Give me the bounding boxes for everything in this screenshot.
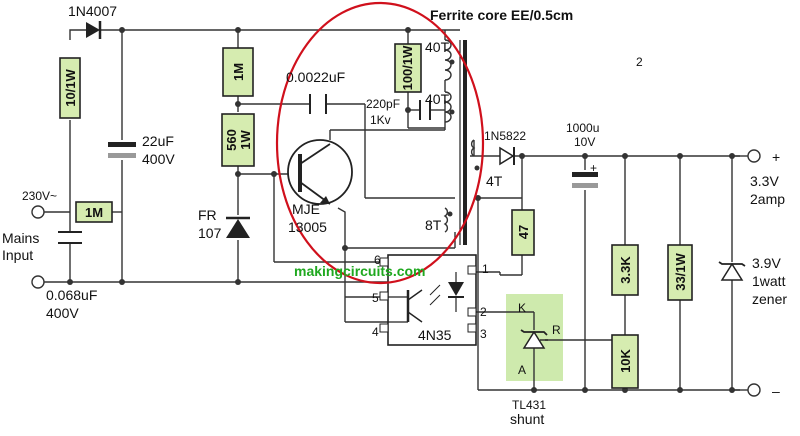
svg-text:1M: 1M (231, 63, 246, 81)
label-400v-top: 400V (142, 151, 175, 167)
highlight-circle (275, 1, 485, 285)
junction-dots (67, 27, 735, 393)
svg-text:1W: 1W (238, 130, 253, 150)
label-0022uf: 0.0022uF (286, 69, 345, 85)
label-k: K (518, 301, 526, 315)
capacitor-0068uf (58, 231, 82, 244)
svg-text:10K: 10K (618, 348, 633, 372)
label-400v-bottom: 400V (46, 305, 79, 321)
label-fr: FR (198, 207, 217, 223)
resistor-560-1w: 560 1W (221, 113, 255, 167)
label-r: R (552, 323, 561, 337)
label-pin6: 6 (374, 253, 381, 267)
label-core: Ferrite core EE/0.5cm (430, 7, 573, 23)
output-minus-terminal (747, 383, 761, 397)
wires (44, 29, 748, 391)
transformer (443, 30, 480, 245)
label-40t-b: 40T (425, 91, 450, 107)
svg-text:100/1W: 100/1W (400, 45, 415, 91)
label-1000u: 1000u (566, 121, 599, 135)
watermark: makingcircuits.com (294, 263, 426, 279)
label-4t: 4T (486, 173, 503, 189)
label-220pf: 220pF (366, 97, 400, 111)
optocoupler-4n35 (379, 254, 477, 346)
svg-text:47: 47 (516, 225, 531, 239)
label-107: 107 (198, 225, 222, 241)
capacitor-220pf (419, 100, 431, 120)
label-zener: zener (752, 291, 787, 307)
resistor-3-3k: 3.3K (611, 244, 639, 296)
transistor-mje13005 (287, 139, 353, 205)
label-0068uf: 0.068uF (46, 287, 97, 303)
label-3-3v: 3.3V (750, 173, 779, 189)
label-input: Input (2, 247, 33, 263)
label-pin5: 5 (372, 291, 379, 305)
diode-fr107 (226, 216, 250, 238)
svg-text:3.3K: 3.3K (618, 256, 633, 284)
label-pin2: 2 (480, 305, 487, 319)
svg-text:33/1W: 33/1W (673, 252, 688, 290)
svg-text:+: + (590, 161, 597, 175)
label-pin4: 4 (372, 325, 379, 339)
label-2amp: 2amp (750, 191, 785, 207)
output-plus-terminal (747, 149, 761, 163)
resistor-10k: 10K (611, 334, 639, 389)
label-a: A (518, 363, 526, 377)
label-4n35: 4N35 (418, 327, 452, 343)
svg-text:1M: 1M (85, 205, 103, 220)
label-13005: 13005 (288, 219, 327, 235)
label-3-9v: 3.9V (752, 255, 781, 271)
label-22uf: 22uF (142, 133, 174, 149)
capacitor-1000u: + (572, 161, 598, 188)
zener-3-9v (718, 261, 746, 281)
svg-text:10/1W: 10/1W (63, 68, 78, 106)
label-40t-a: 40T (425, 39, 450, 55)
label-minus: – (772, 383, 780, 399)
label-230v: 230V~ (22, 189, 57, 203)
label-1kv: 1Kv (370, 113, 391, 127)
label-mje: MJE (292, 201, 320, 217)
tl431-shunt (520, 329, 548, 349)
capacitor-0022uf (309, 94, 327, 114)
diode-1n4007 (86, 21, 102, 39)
label-1watt: 1watt (752, 273, 786, 289)
label-tl431: TL431 (512, 398, 546, 412)
label-plus: + (772, 149, 780, 165)
resistor-100-1w: 100/1W (394, 43, 422, 93)
mains-terminal-bottom (31, 275, 45, 289)
label-page-num: 2 (636, 55, 643, 69)
label-1n5822: 1N5822 (484, 129, 526, 143)
label-pin1: 1 (482, 262, 489, 276)
resistor-33-1w: 33/1W (667, 244, 693, 301)
label-10v: 10V (574, 135, 595, 149)
label-8t: 8T (425, 217, 442, 233)
svg-text:560: 560 (224, 129, 239, 151)
mains-terminal-top (31, 205, 45, 219)
resistor-10-1w: 10/1W (59, 57, 81, 119)
capacitor-22uf (108, 142, 136, 158)
label-1n4007: 1N4007 (68, 3, 117, 19)
label-mains: Mains (2, 230, 39, 246)
diode-1n5822 (499, 146, 515, 166)
label-pin3: 3 (480, 327, 487, 341)
resistor-1m-top: 1M (222, 47, 254, 97)
label-shunt: shunt (510, 411, 544, 427)
resistor-1m-input: 1M (75, 201, 113, 223)
resistor-47: 47 (511, 209, 535, 256)
